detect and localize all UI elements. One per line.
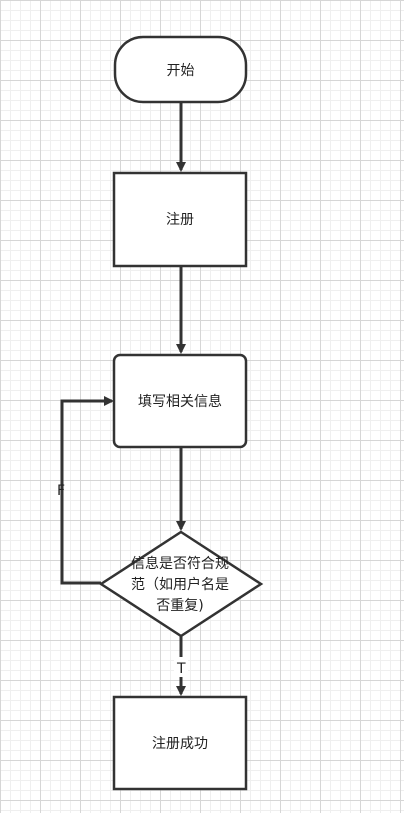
node-register[interactable]: 注册 — [112, 171, 248, 268]
node-fill-info-label: 填写相关信息 — [138, 393, 222, 410]
node-check-shape — [98, 530, 264, 638]
node-success-label: 注册成功 — [152, 736, 208, 752]
node-register-shape — [112, 171, 248, 268]
edge-label-true: T — [176, 661, 186, 677]
node-register-label: 注册 — [166, 212, 194, 228]
edge-label-false: F — [57, 483, 65, 499]
node-start-shape — [113, 35, 248, 104]
node-success-shape — [112, 695, 248, 791]
node-fill-info-shape — [112, 353, 248, 449]
node-success[interactable]: 注册成功 — [112, 695, 248, 791]
node-check-label-line-1: 信息是否符合规 — [131, 555, 229, 572]
node-check-label-line-3: 否重复) — [156, 597, 203, 614]
node-fill-info[interactable]: 填写相关信息 — [112, 353, 248, 449]
edge-check-false-loop — [60, 396, 114, 585]
node-start-label: 开始 — [167, 63, 195, 79]
node-check[interactable]: 信息是否符合规 范（如用户名是 否重复) — [98, 530, 264, 638]
node-check-label-line-2: 范（如用户名是 — [131, 576, 229, 593]
edge-label-true-bg — [174, 657, 188, 677]
node-start[interactable]: 开始 — [113, 35, 248, 104]
